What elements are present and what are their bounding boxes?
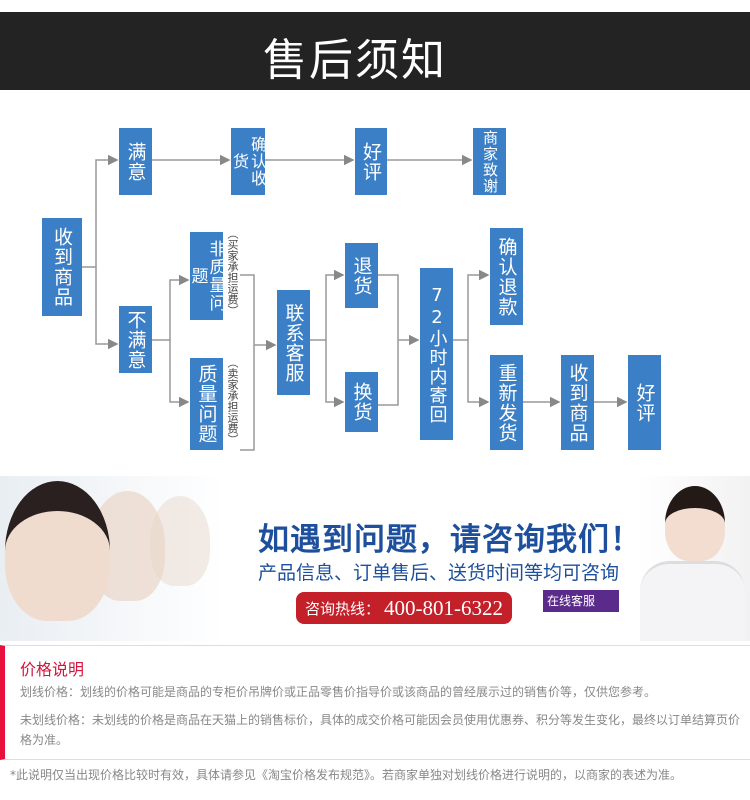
- merchant-thanks-box: 商家致谢: [473, 128, 506, 195]
- unsatisfied-box: 不满意: [119, 306, 152, 373]
- after-sales-flowchart: 收到商品 满意 不满意 确认收货 好评 商家致谢 非质量问题 （买家承担运费） …: [0, 95, 750, 465]
- good-review-2-box: 好评: [628, 355, 661, 450]
- banner-subtitle: 产品信息、订单售后、送货时间等均可咨询: [258, 562, 620, 584]
- confirm-refund-box: 确认退款: [490, 228, 523, 325]
- received-2-box: 收到商品: [561, 355, 594, 450]
- agent-uniform: [640, 561, 745, 641]
- non-quality-box: 非质量问题: [188, 232, 226, 320]
- hotline-badge: 咨询热线：400-801-6322: [296, 592, 512, 624]
- price-title: 价格说明: [20, 660, 85, 679]
- price-line-1: 划线价格：划线的价格可能是商品的专柜价吊牌价或正品零售价指导价或该商品的曾经展示…: [20, 685, 657, 699]
- hotline-number: 400-801-6322: [384, 595, 503, 620]
- banner-title: 如遇到问题，请咨询我们！: [258, 522, 642, 558]
- agent-photo-1: [5, 481, 110, 621]
- hotline-label: 咨询热线：: [304, 599, 380, 618]
- contact-service-box: 联系客服: [277, 290, 310, 395]
- price-explanation: 价格说明 划线价格：划线的价格可能是商品的专柜价吊牌价或正品零售价指导价或该商品…: [0, 645, 750, 760]
- good-review-box: 好评: [355, 128, 387, 195]
- header-bar: 售后须知: [0, 12, 750, 90]
- exchange-box: 换货: [345, 372, 378, 432]
- confirm-receipt-box: 确认收货: [230, 128, 267, 195]
- resend-box: 重新发货: [490, 355, 523, 450]
- online-service-button[interactable]: 在线客服: [543, 590, 619, 612]
- satisfied-box: 满意: [119, 128, 152, 195]
- seller-pays-note: （卖家承担运费）: [226, 357, 239, 445]
- quality-box: 质量问题: [190, 358, 223, 450]
- contact-banner: 如遇到问题，请咨询我们！ 产品信息、订单售后、送货时间等均可咨询 咨询热线：40…: [0, 476, 750, 641]
- received-box: 收到商品: [42, 218, 82, 316]
- service-agent-photo: [665, 486, 725, 561]
- flow-connectors: [82, 154, 628, 451]
- send-back-box: 72小时内寄回: [420, 268, 453, 440]
- price-line-2: 未划线价格：未划线的价格是商品在天猫上的销售标价，具体的成交价格可能因会员使用优…: [20, 713, 741, 747]
- page-title: 售后须知: [263, 35, 447, 86]
- footer-note: *此说明仅当出现价格比较时有效，具体请参见《淘宝价格发布规范》。若商家单独对划线…: [10, 768, 683, 782]
- return-box: 退货: [345, 243, 378, 308]
- buyer-pays-note: （买家承担运费）: [226, 228, 239, 316]
